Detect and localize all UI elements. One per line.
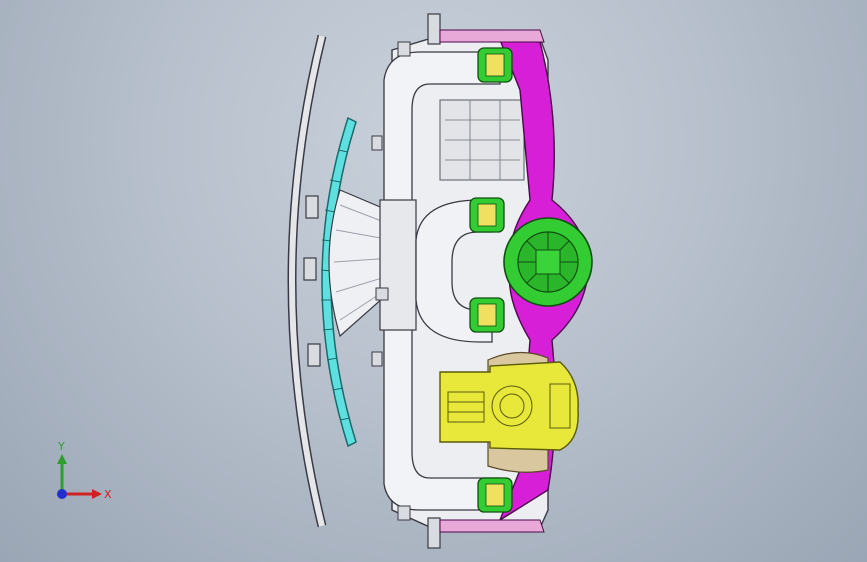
yellow-motor-details (447, 383, 571, 429)
green-actuator-bottom (477, 477, 513, 513)
z-axis-dot (57, 489, 67, 499)
vent-mount-brackets (303, 195, 321, 367)
interior-detail-lines (445, 100, 520, 180)
upper-duct-pipe (383, 51, 501, 211)
center-vertical-duct (379, 199, 417, 331)
coordinate-triad: Y X (57, 440, 112, 501)
top-flange (427, 13, 441, 45)
cyan-vent-slats (320, 149, 351, 421)
green-actuator-mid-lower (469, 297, 505, 333)
bottom-pink-rim (439, 519, 545, 533)
curved-trim-strip-inner (289, 35, 325, 527)
green-actuator-top (477, 47, 513, 83)
bottom-flange (427, 517, 441, 549)
y-axis-label: Y (57, 440, 65, 453)
housing-clips (371, 41, 411, 521)
y-axis-arrow (57, 454, 67, 464)
middle-loop-pipe (415, 199, 493, 343)
yellow-motor-assembly (439, 361, 579, 451)
top-pink-rim (439, 29, 545, 43)
green-actuator-mid-upper (469, 197, 505, 233)
x-axis-label: X (104, 488, 112, 501)
green-blower-blades (518, 232, 578, 292)
x-axis-arrow (92, 489, 102, 499)
